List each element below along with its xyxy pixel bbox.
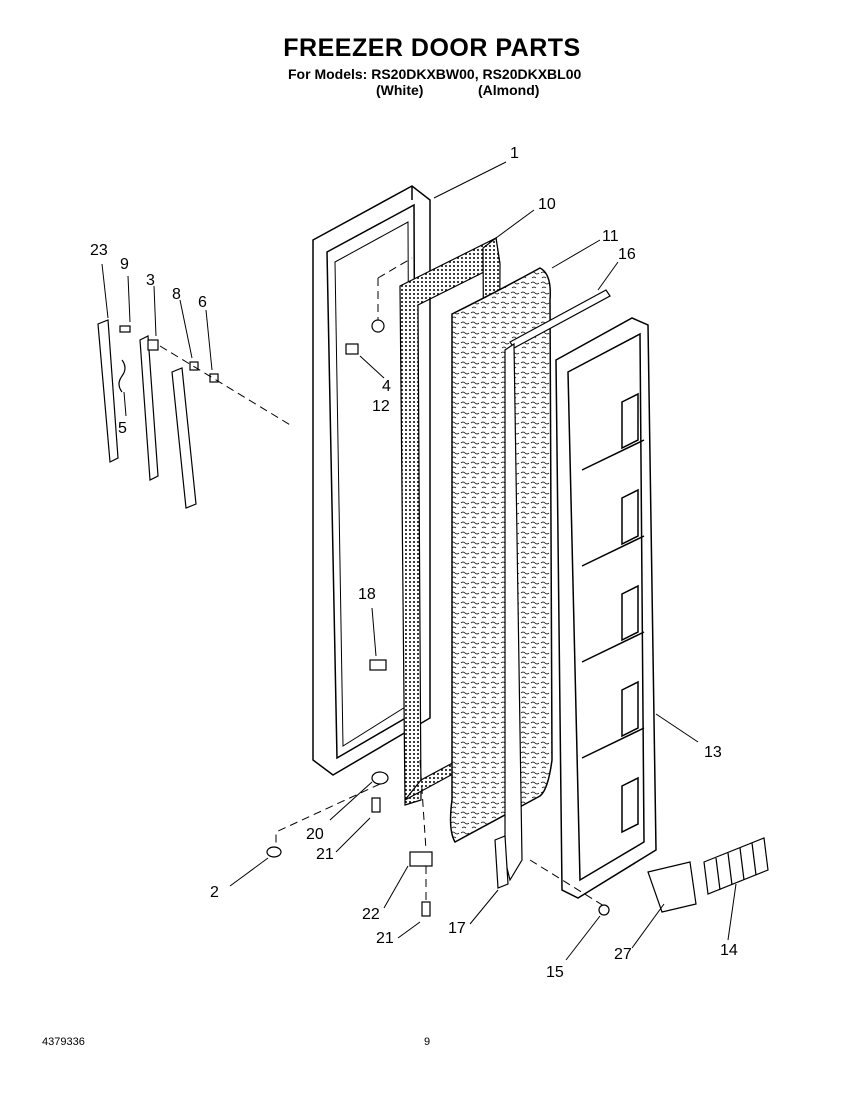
grille — [703, 837, 769, 895]
callout-14: 14 — [720, 942, 738, 959]
door-liner — [555, 317, 657, 899]
alignment-lines — [159, 257, 605, 907]
callout-3: 3 — [146, 272, 155, 289]
callout-4: 4 — [382, 378, 391, 395]
callout-23: 23 — [90, 242, 108, 259]
page-title: FREEZER DOOR PARTS — [283, 34, 581, 62]
callout-5: 5 — [118, 420, 127, 437]
side-trim-strip — [494, 342, 523, 889]
callout-17: 17 — [448, 920, 466, 937]
callout-21-upper: 21 — [316, 846, 334, 863]
part-number: 4379336 — [42, 1036, 85, 1048]
callout-10: 10 — [538, 196, 556, 213]
callout-11: 11 — [602, 228, 619, 245]
bracket — [647, 861, 697, 913]
callout-12: 12 — [372, 398, 390, 415]
callout-15: 15 — [546, 964, 564, 981]
callout-20: 20 — [306, 826, 324, 843]
callout-16: 16 — [618, 246, 636, 263]
callout-9: 9 — [120, 256, 129, 273]
model-subtitle: For Models: RS20DKXBW00, RS20DKXBL00 — [288, 66, 582, 82]
callout-6: 6 — [198, 294, 207, 311]
hinge-hardware — [266, 319, 610, 917]
page-number: 9 — [424, 1036, 431, 1048]
callout-13: 13 — [704, 744, 722, 761]
callout-27: 27 — [614, 946, 632, 963]
callout-21-lower: 21 — [376, 930, 394, 947]
handle-assembly — [97, 319, 219, 509]
color-almond-label: (Almond) — [478, 82, 540, 98]
insulation-panel — [449, 267, 553, 844]
color-white-label: (White) — [376, 82, 424, 98]
callout-22: 22 — [362, 906, 380, 923]
callout-2: 2 — [210, 884, 219, 901]
callout-18: 18 — [358, 586, 376, 603]
callout-1: 1 — [510, 145, 519, 162]
callout-8: 8 — [172, 286, 181, 303]
callout-leaders — [101, 161, 737, 961]
